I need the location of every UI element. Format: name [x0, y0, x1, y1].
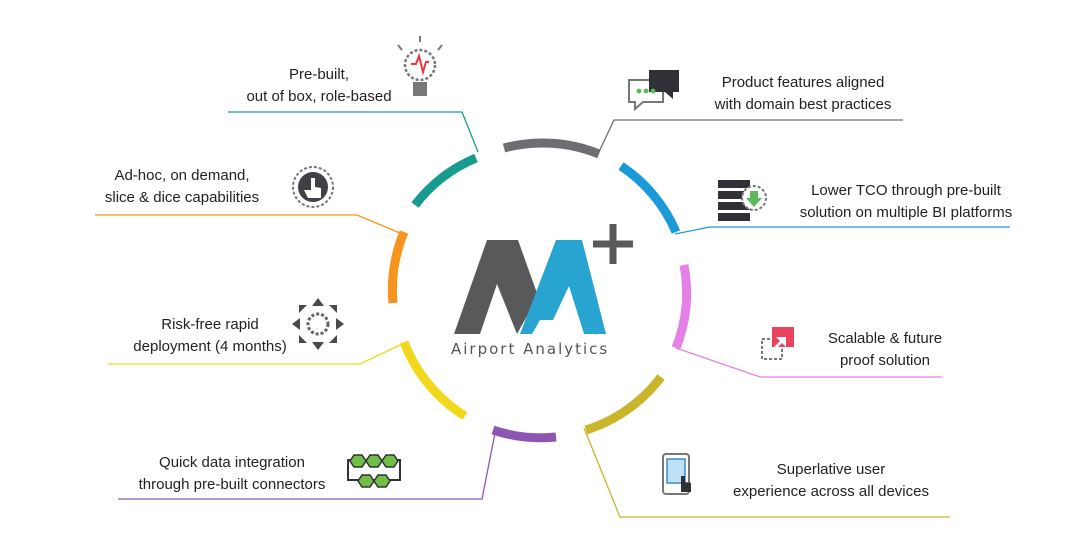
feature-label-scalable: Scalable & future proof solution: [809, 328, 961, 372]
leader-integration: [118, 427, 497, 500]
feature-line: Lower TCO through pre-built: [811, 182, 1001, 199]
airport-analytics-logo: [454, 224, 633, 334]
leader-adhoc: [95, 214, 408, 237]
leader-ux: [583, 427, 950, 518]
chat-bubbles-icon: [628, 70, 679, 112]
pointer-hand-icon: [292, 166, 334, 208]
feature-line: slice & dice capabilities: [104, 189, 260, 206]
leader-scalable: [675, 347, 942, 378]
arc-adhoc: [387, 230, 409, 304]
feature-line: out of box, role-based: [246, 88, 392, 105]
feature-line: deployment (4 months): [133, 338, 287, 355]
logo-right-shape: [520, 240, 606, 334]
server-download-icon: [718, 180, 767, 221]
feature-line: Superlative user: [776, 461, 886, 478]
lightbulb-icon: [397, 36, 443, 96]
arc-prebuilt: [411, 153, 478, 208]
touch-device-icon: [662, 453, 691, 495]
feature-label-integration: Quick data integration through pre-built…: [118, 452, 346, 496]
feature-line: Scalable & future: [827, 330, 943, 347]
feature-line: Risk-free rapid: [161, 316, 259, 333]
feature-line: proof solution: [839, 352, 931, 369]
feature-line: Pre-built,: [288, 66, 350, 83]
arc-domain: [502, 138, 601, 159]
logo-left-shape: [454, 240, 538, 334]
feature-label-adhoc: Ad-hoc, on demand, slice & dice capabili…: [86, 165, 278, 209]
scale-arrow-icon: [761, 327, 794, 360]
arc-tco: [618, 162, 681, 234]
feature-line: Ad-hoc, on demand,: [114, 167, 250, 184]
leader-domain: [596, 119, 903, 157]
arc-ux: [584, 374, 665, 435]
feature-line: Quick data integration: [159, 454, 305, 471]
brand-name: Airport Analytics: [451, 340, 610, 358]
feature-label-ux: Superlative user experience across all d…: [713, 459, 949, 503]
feature-label-domain: Product features aligned with domain bes…: [698, 72, 908, 116]
feature-label-tco: Lower TCO through pre-built solution on …: [776, 180, 1036, 224]
feature-label-prebuilt: Pre-built, out of box, role-based: [229, 64, 409, 108]
feature-line: solution on multiple BI platforms: [799, 204, 1013, 221]
leader-prebuilt: [228, 111, 479, 153]
arc-riskfree: [399, 340, 468, 420]
feature-line: with domain best practices: [714, 96, 892, 113]
leader-tco: [674, 226, 1010, 235]
feature-line: Product features aligned: [721, 74, 885, 91]
leader-riskfree: [108, 342, 405, 365]
feature-line: through pre-built connectors: [138, 476, 326, 493]
logo-plus-sign: [593, 224, 633, 264]
feature-label-riskfree: Risk-free rapid deployment (4 months): [125, 314, 295, 358]
arc-scalable: [671, 264, 692, 350]
connectors-icon: [347, 454, 401, 488]
arc-integration: [491, 425, 557, 443]
feature-line: experience across all devices: [733, 483, 929, 500]
expand-arrows-icon: [292, 298, 344, 350]
